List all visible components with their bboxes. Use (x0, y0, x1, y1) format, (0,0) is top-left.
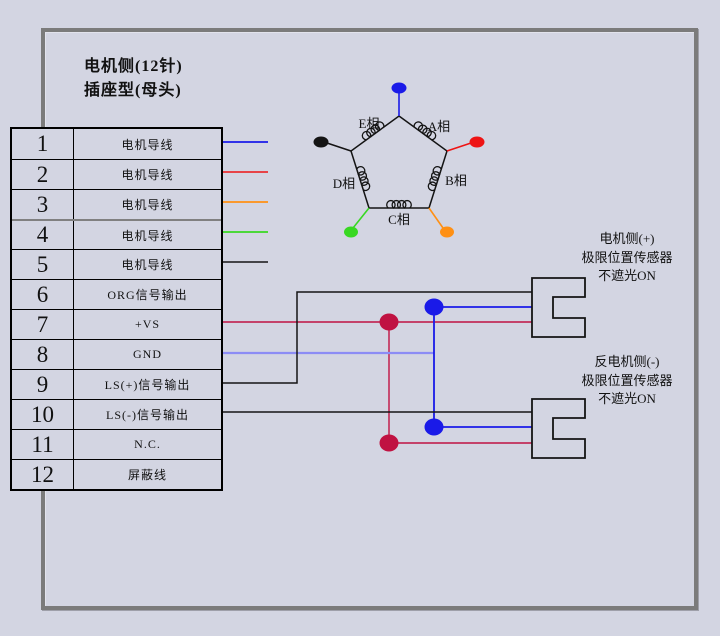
pin-number: 5 (12, 250, 74, 279)
lead-bottom-left-wire (352, 207, 370, 229)
pin-label: 电机导线 (121, 228, 174, 243)
phase-label-e: E相 (359, 116, 380, 131)
coil-c-phase (386, 200, 412, 209)
gnd-wiring (223, 298, 532, 436)
table-row-10: 10 LS(-)信号输出 (12, 399, 221, 429)
sensor-top-outline (531, 277, 586, 338)
sensor-top-label-line1: 电机侧(+) (599, 231, 655, 246)
vs-junction-dot-top (379, 313, 399, 331)
pin-label: 电机导线 (121, 198, 174, 212)
phase-label-b: B相 (445, 173, 467, 188)
phase-label-a: A相 (428, 119, 450, 134)
sensor-top-label-line2: 极限位置传感器 (581, 249, 673, 265)
pin-lead-stubs (223, 141, 268, 263)
pin-number: 9 (12, 370, 74, 399)
pin-number: 10 (12, 400, 74, 429)
lead-top-dot-blue (391, 82, 407, 94)
table-row-1: 1 电机导线 (12, 129, 221, 159)
phase-label-c: C相 (388, 212, 410, 227)
table-row-4: 4 电机导线 (12, 219, 221, 249)
pin-number: 8 (12, 340, 74, 369)
pin-number: 4 (12, 221, 74, 249)
pin-label: 电机导线 (121, 258, 174, 272)
vs-power-wiring (223, 313, 532, 452)
lead-bottom-right-dot-orange (440, 226, 454, 238)
table-row-8: 8 GND (12, 339, 221, 369)
table-row-11: 11 N.C. (12, 429, 221, 459)
pin-label: 屏蔽线 (127, 468, 167, 482)
coil-e-phase (361, 121, 385, 141)
coil-d-phase (356, 165, 371, 192)
table-row-5: 5 电机导线 (12, 249, 221, 279)
phase-label-d: D相 (333, 176, 355, 191)
pin-number: 7 (12, 310, 74, 339)
connector-pin-table: 1 电机导线 2 电机导线 3 电机导线 4 电机导线 5 电机导线 6 ORG… (10, 127, 223, 491)
pin-label: ORG信号输出 (107, 288, 188, 302)
sensor-top-label-line3: 不遮光ON (598, 268, 656, 283)
pin-label: 电机导线 (121, 168, 174, 182)
coil-a-phase (413, 121, 437, 141)
pin-label: LS(+)信号输出 (104, 378, 191, 392)
pin-number: 2 (12, 160, 74, 189)
pin-label: +VS (134, 317, 161, 331)
table-row-12: 12 屏蔽线 (12, 459, 221, 489)
pin-number: 6 (12, 280, 74, 309)
phase-coils (356, 121, 442, 209)
sensor-top-label: 电机侧(+) 极限位置传感器 不遮光ON (557, 230, 697, 286)
connector-title-line2: 插座型(母头) (84, 82, 182, 99)
sensor-bottom-label-line2: 极限位置传感器 (581, 372, 673, 388)
pin-label: LS(-)信号输出 (106, 408, 189, 422)
pin-number: 1 (12, 129, 74, 159)
vs-junction-dot-bottom (379, 434, 399, 452)
lead-bottom-right-wire (428, 207, 444, 229)
lead-left-dot-black (313, 136, 329, 148)
ls-signal-wiring (223, 291, 532, 413)
pin-label: GND (133, 347, 162, 361)
table-row-9: 9 LS(+)信号输出 (12, 369, 221, 399)
coil-b-phase (427, 165, 442, 192)
pin-number: 11 (12, 430, 74, 459)
sensor-bottom-label-line3: 不遮光ON (598, 391, 656, 406)
table-row-6: 6 ORG信号输出 (12, 279, 221, 309)
table-row-7: 7 +VS (12, 309, 221, 339)
lead-left-wire (326, 142, 352, 152)
table-row-2: 2 电机导线 (12, 159, 221, 189)
connector-title-line1: 电机侧(12针) (84, 58, 183, 75)
pin-number: 12 (12, 460, 74, 489)
limit-sensors (531, 277, 586, 459)
sensor-bottom-label: 反电机侧(-) 极限位置传感器 不遮光ON (557, 353, 697, 409)
gnd-junction-dot-bottom (424, 418, 444, 436)
lead-bottom-left-dot-green (344, 226, 358, 238)
sensor-bottom-label-line1: 反电机侧(-) (594, 354, 660, 369)
lead-right-dot-red (469, 136, 485, 148)
sensor-bottom-outline (531, 398, 586, 459)
pin-label: N.C. (134, 437, 161, 451)
ls-plus-wire (223, 291, 532, 384)
gnd-junction-dot-top (424, 298, 444, 316)
pin-number: 3 (12, 190, 74, 219)
lead-right-wire (446, 142, 472, 152)
connector-title: 电机侧(12针) 插座型(母头) (84, 55, 183, 103)
pin-label: 电机导线 (121, 137, 174, 152)
motor-winding-pentagon: E相 A相 B相 C相 D相 (313, 82, 485, 238)
table-row-3: 3 电机导线 (12, 189, 221, 219)
